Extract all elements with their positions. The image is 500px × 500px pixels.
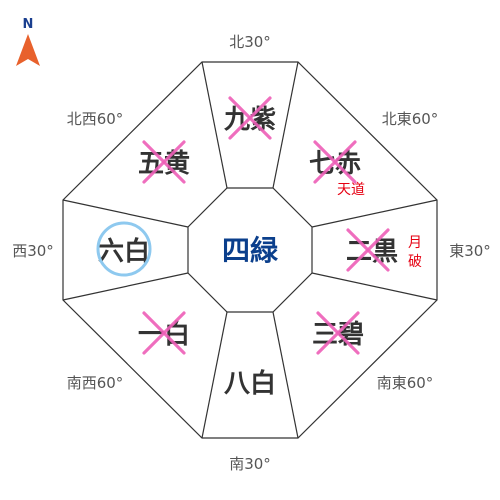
direction-northwest: 北西60°	[67, 110, 124, 128]
note-east-char-1: 月	[408, 235, 422, 251]
sector-west-star: 六白	[98, 236, 150, 267]
note-northeast: 天道	[337, 182, 365, 198]
west-circle-marker	[96, 221, 152, 277]
cross-mark-north	[228, 96, 272, 140]
cross-mark-southeast	[316, 311, 360, 355]
sector-south-star: 八白	[224, 368, 276, 399]
direction-labels: 北30° 北東60° 東30° 南東60° 南30° 南西60° 西30° 北西…	[12, 33, 491, 473]
north-label: N	[23, 17, 34, 32]
center-star: 四緑	[222, 234, 279, 267]
cross-mark-northeast	[313, 140, 357, 184]
direction-southeast: 南東60°	[377, 374, 434, 392]
cross-mark-east	[346, 228, 390, 272]
cross-marks	[142, 96, 390, 355]
direction-southwest: 南西60°	[67, 374, 124, 392]
cross-mark-northwest	[142, 140, 186, 184]
sector-dividers	[62, 61, 438, 439]
direction-south: 南30°	[229, 455, 271, 473]
direction-north: 北30°	[229, 33, 271, 51]
direction-east: 東30°	[449, 242, 491, 260]
note-east-char-2: 破	[408, 254, 422, 270]
cross-mark-southwest	[142, 311, 186, 355]
direction-west: 西30°	[12, 242, 54, 260]
direction-northeast: 北東60°	[382, 110, 439, 128]
compass: N	[16, 17, 40, 66]
note-east: 月 破	[408, 235, 422, 270]
compass-arrow-icon	[16, 34, 40, 66]
